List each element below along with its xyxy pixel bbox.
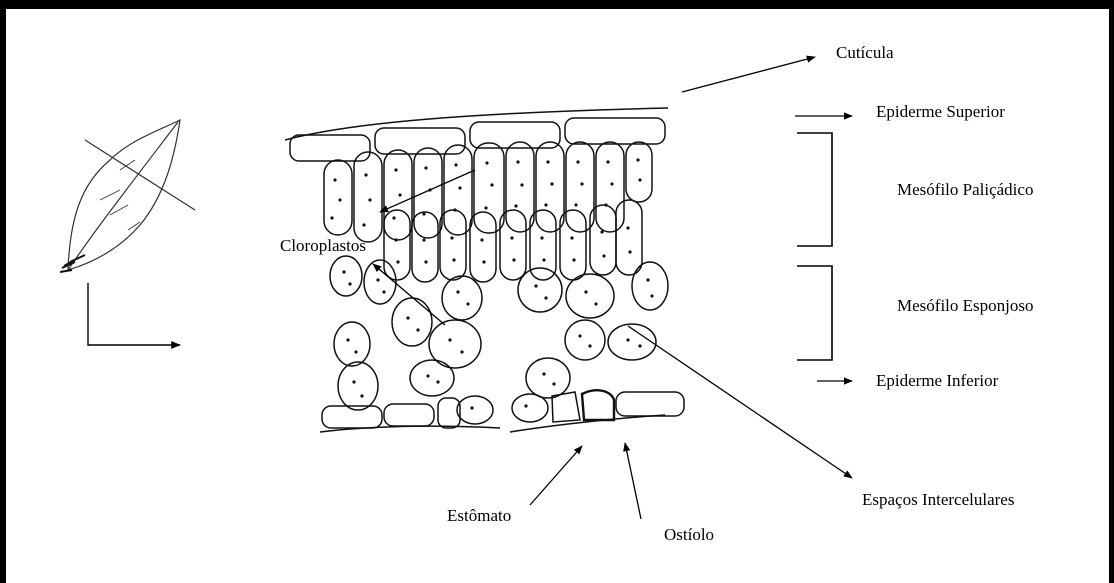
- label-epiderme-superior: Epiderme Superior: [876, 102, 1005, 122]
- brackets: [797, 133, 832, 360]
- cross-section: [285, 108, 684, 432]
- leaf-to-section-arrow: [88, 283, 180, 345]
- label-ostiolo: Ostíolo: [664, 525, 714, 545]
- label-cuticula: Cutícula: [836, 43, 894, 63]
- chloroplast-dots: [330, 158, 653, 409]
- leaf-sketch: [60, 120, 195, 272]
- label-cloroplastos: Cloroplastos: [280, 236, 366, 256]
- label-estomato: Estômato: [447, 506, 511, 526]
- label-mesofilo-esponjoso: Mesófilo Esponjoso: [897, 296, 1033, 316]
- label-mesofilo-palicadico: Mesófilo Paliçádico: [897, 180, 1033, 200]
- label-espacos-intercelulares: Espaços Intercelulares: [862, 490, 1014, 510]
- label-epiderme-inferior: Epiderme Inferior: [876, 371, 998, 391]
